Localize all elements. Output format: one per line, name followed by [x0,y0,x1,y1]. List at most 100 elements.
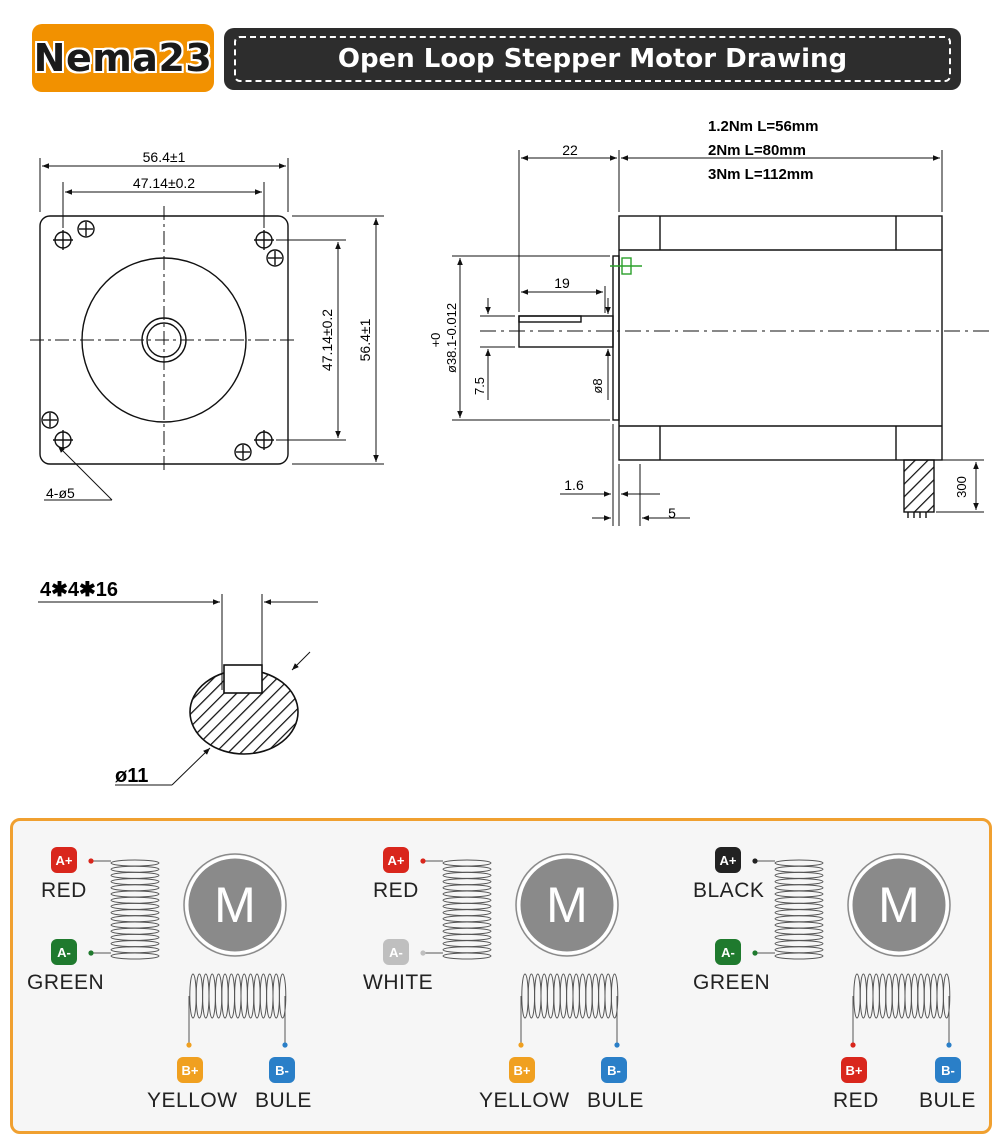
coil-a-turn [110,940,160,948]
dim-cable: 300 [954,476,969,498]
badge-a-plus: A+ [51,847,77,873]
badge-b-minus: B- [935,1057,961,1083]
dim-front-hole-spacing: 47.14±0.2 [133,175,195,191]
coil-b-turn [923,973,932,1019]
dim-boss-diameter: ø38.1-0.012 [444,303,459,373]
coil-b-turn [221,973,229,1019]
coil-a-turn [110,865,160,873]
coil-a-turn [774,940,824,948]
brand-badge: Nema23 [32,24,214,92]
coil-b-turn [566,973,574,1019]
motor-icon [517,855,617,955]
coil-a-turn [110,859,160,867]
coil-a-turn [774,933,824,941]
coil-b-turn [604,973,612,1019]
coil-a-turn [774,915,824,923]
coil-b-turn [930,973,938,1019]
coil-b-turn [521,973,529,1019]
coil-a-turn [442,915,492,923]
dim-shaft-offset: 7.5 [472,377,487,395]
page-title: Open Loop Stepper Motor Drawing [337,44,848,74]
coil-b-turn [240,973,248,1019]
motor-icon [849,855,949,955]
coil-b-turn [259,973,268,1019]
coil-a-turn [774,871,824,879]
coil-a-turn [774,890,824,898]
coil-b-turn [540,973,548,1019]
shaft-section [38,594,318,786]
label-b-plus: YELLOW [479,1089,570,1112]
coil-a-turn [442,878,492,886]
coil-b-turn [572,973,580,1019]
coil-a-turn [774,909,824,917]
coil-b-turn [534,973,542,1019]
wire-dot-b-minus [282,1042,288,1048]
dim-shaft-diameter: ø8 [590,378,605,393]
coil-a-turn [110,952,160,960]
coil-a-turn [110,902,160,910]
coil-a-turn [442,884,492,892]
badge-b-minus: B- [601,1057,627,1083]
coil-a-turn [774,896,824,904]
length-line-3: 3Nm L=112mm [708,166,813,183]
badge-a-minus: A- [51,939,77,965]
dim-boss-plus: +0 [428,333,443,348]
coil-a-turn [442,946,492,954]
screw-heads [41,220,284,461]
coil-a-turn [110,946,160,954]
coil-a-turn [110,878,160,886]
wire-dot-a-plus [752,858,758,864]
motor-icon [185,855,285,955]
dim-flange: 5 [668,505,676,521]
coil-a-turn [110,909,160,917]
label-a-plus: RED [373,879,419,902]
coil-b-turn [272,973,280,1019]
coil-a-turn [442,896,492,904]
boss [612,255,620,421]
coil-a-turn [442,921,492,929]
motor-icon-ring [183,853,287,957]
coil-a-turn [442,871,492,879]
badge-b-plus: B+ [177,1057,203,1083]
title-frame: Open Loop Stepper Motor Drawing [234,36,951,82]
label-b-minus: BULE [255,1089,312,1112]
wire-dot-b-plus [850,1042,856,1048]
badge-b-plus: B+ [841,1057,867,1083]
coil-a-turn [110,933,160,941]
title-bar: Open Loop Stepper Motor Drawing [224,28,961,90]
badge-a-minus: A- [383,939,409,965]
wire-dot-a-minus [420,950,426,956]
brand-text: Nema23 [33,36,213,80]
coil-b-turn [278,973,287,1019]
wire-dot-b-minus [946,1042,952,1048]
badge-a-minus: A- [715,939,741,965]
shaft-diameter: ø11 [115,765,148,787]
hole-callout: 4-ø5 [46,485,75,501]
length-line-2: 2Nm L=80mm [708,142,806,159]
coil-a-turn [774,865,824,873]
coil-b-turn [610,973,619,1019]
coil-b-turn [942,973,951,1019]
label-a-plus: BLACK [693,879,765,902]
coil-a-turn [442,902,492,910]
label-a-plus: RED [41,879,87,902]
motor-symbol-text: M [546,877,588,933]
shaft-flat [518,315,582,323]
coil-b-turn [910,973,919,1019]
dim-front-height: 56.4±1 [357,318,373,361]
coil-a-turn [774,884,824,892]
badge-b-minus: B- [269,1057,295,1083]
dim-flat-length: 19 [554,275,570,291]
wire-dot-b-minus [614,1042,620,1048]
coil-b-turn [872,973,880,1019]
coil-a-turn [442,952,492,960]
coil-b-turn [585,973,593,1019]
motor-body [618,215,943,461]
coil-a-turn [774,946,824,954]
coil-b-turn [214,973,223,1019]
coil-a-turn [110,927,160,935]
wire-dot-a-minus [752,950,758,956]
label-b-minus: BULE [587,1089,644,1112]
